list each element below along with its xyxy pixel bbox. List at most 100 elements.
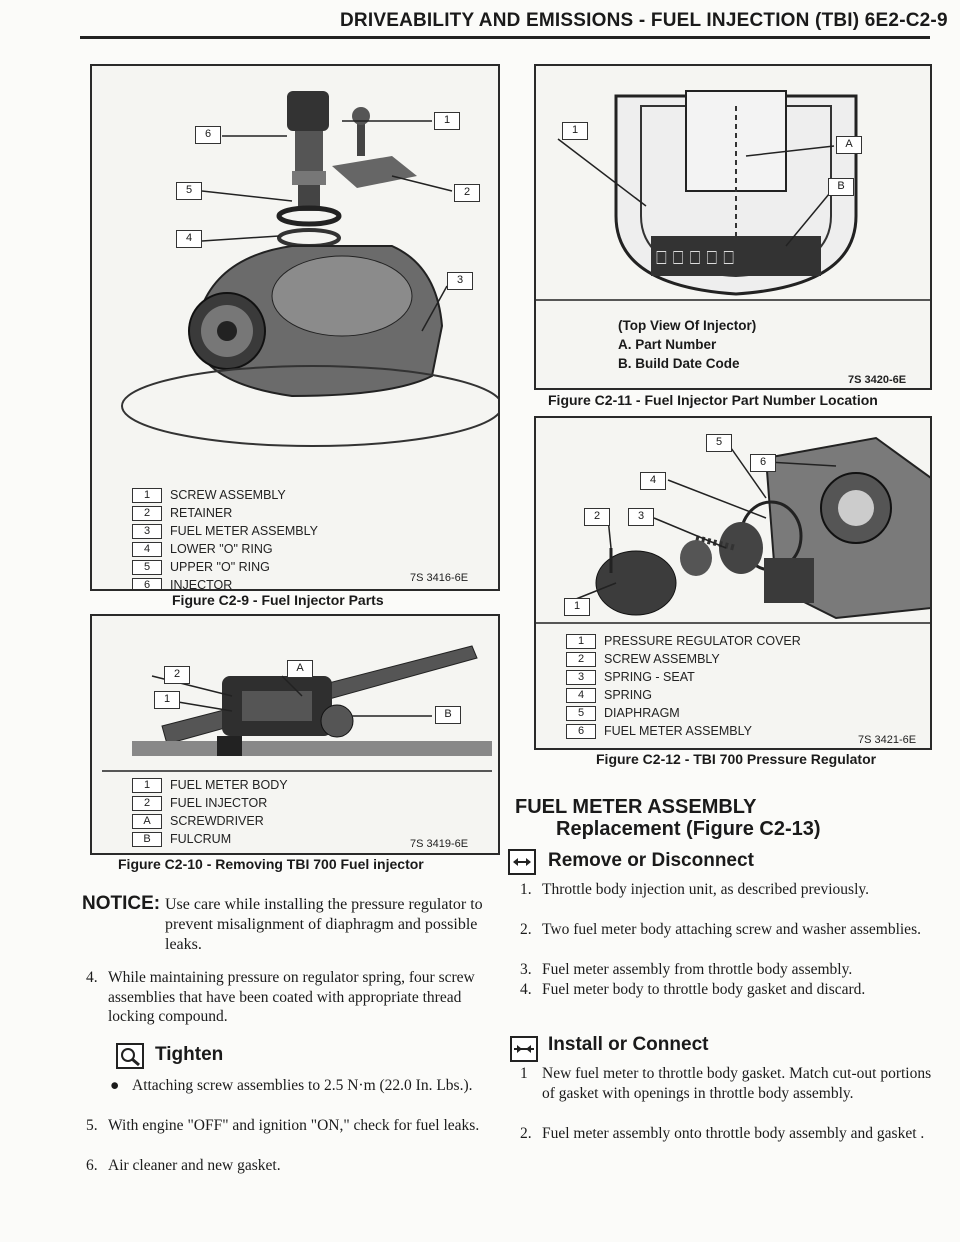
callout-1: 1 — [562, 122, 588, 140]
pressure-regulator-illustration — [536, 436, 930, 624]
legend-num: 5 — [566, 705, 596, 721]
top-view-item-a: A. Part Number — [618, 337, 717, 352]
figure-caption-c2-9: Figure C2-9 - Fuel Injector Parts — [172, 592, 384, 608]
step-text: New fuel meter to throttle body gasket. … — [542, 1065, 932, 1102]
figure-caption-c2-10: Figure C2-10 - Removing TBI 700 Fuel inj… — [118, 856, 424, 872]
legend-item: 5 DIAPHRAGM — [566, 704, 801, 722]
remove-step: 4. Fuel meter body to throttle body gask… — [520, 980, 935, 1020]
step-number: 2. — [520, 1125, 532, 1142]
legend-num: 1 — [132, 777, 162, 793]
callout-2: 2 — [584, 508, 610, 526]
step-number: 2. — [520, 921, 532, 938]
bullet-dot: ● — [110, 1077, 120, 1094]
legend-text: FUEL METER BODY — [170, 778, 288, 792]
legend-item: 6 INJECTOR — [132, 576, 318, 591]
top-view-title: (Top View Of Injector) — [618, 318, 757, 333]
legend-num: 1 — [132, 487, 162, 503]
legend-num: 6 — [132, 577, 162, 589]
legend-item: 5 UPPER "O" RING — [132, 558, 318, 576]
legend-num: 3 — [132, 523, 162, 539]
notice-body: Use care while installing the pressure r… — [165, 896, 483, 953]
step-number: 1. — [520, 881, 532, 898]
install-heading: Install or Connect — [548, 1034, 709, 1055]
svg-text:⎕⎕⎕⎕⎕: ⎕⎕⎕⎕⎕ — [656, 248, 740, 268]
figure-ref-number: 7S 3421-6E — [858, 734, 917, 746]
figure-ref-number: 7S 3419-6E — [410, 838, 469, 850]
section-subtitle: Replacement (Figure C2-13) — [556, 818, 821, 840]
legend-text: PRESSURE REGULATOR COVER — [604, 634, 801, 648]
figure-c2-11: ⎕⎕⎕⎕⎕ 1 A B (Top View Of Injector) A. Pa… — [534, 64, 932, 390]
step-text: While maintaining pressure on regulator … — [108, 969, 475, 1025]
legend-num: 6 — [566, 723, 596, 739]
legend-text: SCREW ASSEMBLY — [604, 652, 720, 666]
legend-item: 1 SCREW ASSEMBLY — [132, 486, 318, 504]
step-4: 4. While maintaining pressure on regulat… — [86, 968, 496, 1028]
legend-item: 1 FUEL METER BODY — [132, 776, 288, 794]
legend-num: 3 — [566, 669, 596, 685]
step-number: 3. — [520, 961, 532, 978]
install-icon — [510, 1036, 538, 1062]
step-number: 6. — [86, 1157, 98, 1174]
legend-text: LOWER "O" RING — [170, 542, 273, 556]
legend-text: SCREW ASSEMBLY — [170, 488, 286, 502]
figure-ref-number: 7S 3416-6E — [410, 572, 469, 584]
callout-6: 6 — [195, 126, 221, 144]
top-view-item-b: B. Build Date Code — [618, 356, 740, 371]
step-number: 4. — [520, 981, 532, 998]
legend-num: 1 — [566, 633, 596, 649]
figure-caption-c2-11: Figure C2-11 - Fuel Injector Part Number… — [548, 392, 878, 408]
callout-1: 1 — [154, 691, 180, 709]
page-header-title: DRIVEABILITY AND EMISSIONS - FUEL INJECT… — [340, 10, 948, 31]
legend-item: 1 PRESSURE REGULATOR COVER — [566, 632, 801, 650]
callout-1: 1 — [434, 112, 460, 130]
section-title: FUEL METER ASSEMBLY — [515, 796, 757, 818]
notice-label: NOTICE: — [82, 893, 161, 914]
callout-a: A — [836, 136, 862, 154]
step-number: 1 — [520, 1065, 528, 1082]
legend-text: SPRING — [604, 688, 652, 702]
legend-num: 5 — [132, 559, 162, 575]
step-text: With engine "OFF" and ignition "ON," che… — [108, 1117, 480, 1134]
legend-text: INJECTOR — [170, 578, 233, 591]
remove-step: 1. Throttle body injection unit, as desc… — [520, 880, 935, 920]
injector-top-view-illustration: ⎕⎕⎕⎕⎕ — [536, 90, 930, 301]
step-number: 5. — [86, 1117, 98, 1134]
legend-text: UPPER "O" RING — [170, 560, 270, 574]
step-text: Fuel meter body to throttle body gasket … — [542, 981, 866, 998]
step-6: 6. Air cleaner and new gasket. — [86, 1156, 496, 1176]
callout-b: B — [828, 178, 854, 196]
step-text: Fuel meter assembly onto throttle body a… — [542, 1125, 925, 1142]
callout-5: 5 — [706, 434, 732, 452]
install-step: 2. Fuel meter assembly onto throttle bod… — [520, 1124, 935, 1164]
legend-item: B FULCRUM — [132, 830, 288, 848]
legend-num: 4 — [132, 541, 162, 557]
callout-3: 3 — [447, 272, 473, 290]
step-text: Fuel meter assembly from throttle body a… — [542, 961, 853, 978]
injector-parts-illustration — [121, 91, 498, 447]
figure-caption-c2-12: Figure C2-12 - TBI 700 Pressure Regulato… — [596, 751, 877, 767]
step-5: 5. With engine "OFF" and ignition "ON," … — [86, 1116, 496, 1156]
remove-icon — [508, 849, 536, 875]
legend-text: FULCRUM — [170, 832, 232, 846]
top-view-caption: (Top View Of Injector) A. Part Number B.… — [618, 318, 756, 375]
callout-4: 4 — [176, 230, 202, 248]
removing-injector-illustration — [102, 645, 492, 772]
legend-text: DIAPHRAGM — [604, 706, 680, 720]
legend-num: B — [132, 831, 162, 847]
step-text: Air cleaner and new gasket. — [108, 1157, 281, 1174]
legend-item: 4 LOWER "O" RING — [132, 540, 318, 558]
